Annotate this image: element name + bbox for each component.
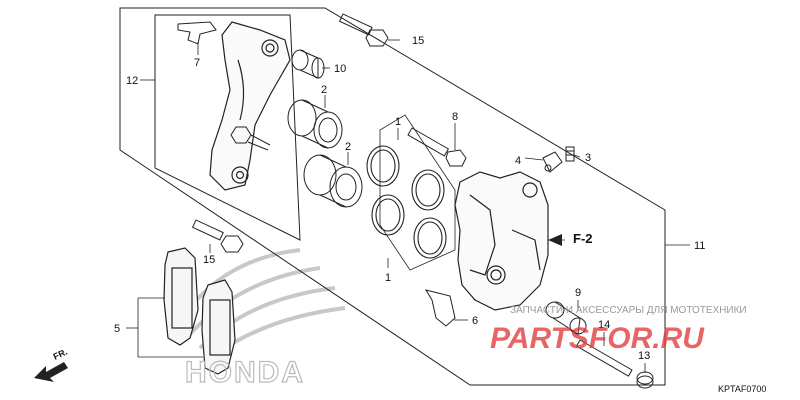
callout-1-upper: 1 (395, 116, 401, 128)
diagram-code: KPTAF0700 (718, 384, 766, 394)
front-direction-arrow (34, 362, 68, 382)
pin-plug (636, 371, 654, 389)
caliper-bracket (209, 21, 291, 191)
callout-f2: F-2 (573, 231, 593, 246)
callout-2-upper: 2 (321, 84, 327, 96)
watermark-site: PARTSFOR.RU (490, 322, 705, 355)
pin-bolt (407, 127, 467, 167)
pad-pin-boot (545, 301, 587, 335)
pad-retainer (424, 289, 456, 327)
seal-group-box (379, 114, 456, 271)
pad-spring-clip (177, 21, 217, 45)
callout-3: 3 (585, 152, 591, 164)
piston-lower (303, 154, 363, 208)
leader-lines (126, 39, 690, 373)
callout-6: 6 (472, 315, 478, 327)
caliper-assembly-border (119, 7, 666, 386)
piston-upper (287, 99, 343, 149)
pad-pin (575, 339, 633, 377)
f2-reference-arrow (548, 234, 562, 246)
bracket-pin (230, 126, 271, 151)
honda-wing-watermark (173, 248, 346, 357)
callout-4: 4 (515, 155, 521, 167)
callout-13: 13 (638, 350, 650, 362)
bolt-top (338, 13, 389, 47)
callout-2-lower: 2 (345, 141, 351, 153)
callout-15-bottom: 15 (203, 254, 215, 266)
honda-watermark: HONDA (185, 356, 305, 389)
piston-seals (366, 145, 447, 259)
watermark-caption: ЗАПЧАСТИ И АКСЕССУАРЫ ДЛЯ МОТОТЕХНИКИ (510, 305, 747, 316)
callout-11: 11 (694, 240, 705, 252)
callout-9: 9 (575, 287, 581, 299)
brake-pad-left (163, 247, 199, 346)
brake-pad-right (201, 279, 236, 375)
callout-12: 12 (126, 75, 138, 87)
callout-7: 7 (194, 57, 200, 69)
front-direction-label: FR. (52, 347, 69, 362)
callout-1-lower: 1 (385, 272, 391, 284)
bleeder-valve (565, 146, 575, 162)
callout-8: 8 (452, 111, 458, 123)
bracket-group-border (154, 14, 301, 241)
bleeder-cap (542, 151, 563, 173)
callout-5: 5 (114, 323, 120, 335)
bolt-bottom (191, 219, 244, 253)
pin-boot (291, 49, 325, 79)
callout-14: 14 (598, 319, 610, 331)
caliper-body (454, 171, 549, 311)
callout-15-top: 15 (412, 35, 424, 47)
callout-10: 10 (334, 63, 346, 75)
